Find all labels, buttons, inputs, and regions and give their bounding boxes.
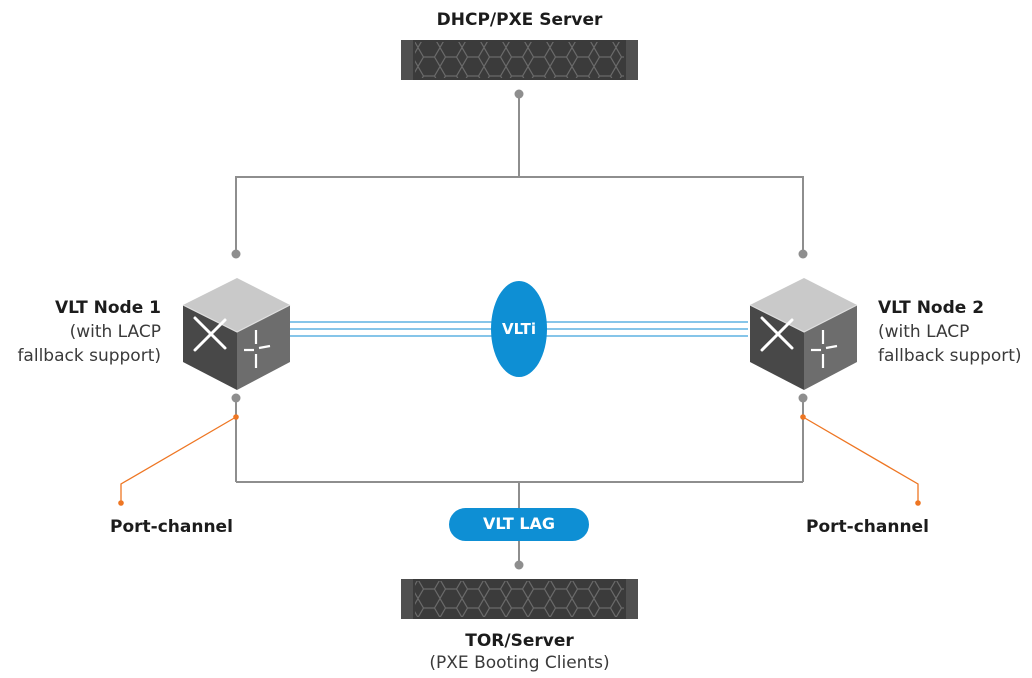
vlti-ellipse bbox=[491, 281, 547, 377]
tor-server-subtitle: (PXE Booting Clients) bbox=[429, 653, 610, 673]
vlt-node-1-switch-icon bbox=[182, 278, 291, 390]
vlt-node-2-switch-icon bbox=[749, 278, 858, 390]
vlt-lag-pill bbox=[449, 508, 589, 541]
tor-server-title: TOR/Server bbox=[465, 631, 574, 651]
vlt-lag-label: VLT LAG bbox=[482, 514, 556, 533]
port-channel-left-label: Port-channel bbox=[110, 517, 233, 537]
vlti-label: VLTi bbox=[501, 320, 537, 338]
vlt-node-1-line2: fallback support) bbox=[17, 346, 161, 366]
tor-server-icon bbox=[401, 579, 638, 619]
dhcp-pxe-server-title: DHCP/PXE Server bbox=[436, 10, 603, 30]
dhcp-pxe-server-icon bbox=[401, 40, 638, 80]
vlt-node-2-title: VLT Node 2 bbox=[878, 298, 985, 318]
vlt-node-1-line1: (with LACP bbox=[69, 322, 161, 342]
port-channel-callouts bbox=[120, 416, 919, 503]
vlt-node-2-line2: fallback support) bbox=[878, 346, 1022, 366]
link-connector-dots bbox=[231, 89, 808, 570]
vlt-node-2-line1: (with LACP bbox=[878, 322, 970, 342]
callout-dots bbox=[118, 414, 921, 506]
vlt-node-1-title: VLT Node 1 bbox=[54, 298, 161, 318]
port-channel-right-label: Port-channel bbox=[806, 517, 929, 537]
